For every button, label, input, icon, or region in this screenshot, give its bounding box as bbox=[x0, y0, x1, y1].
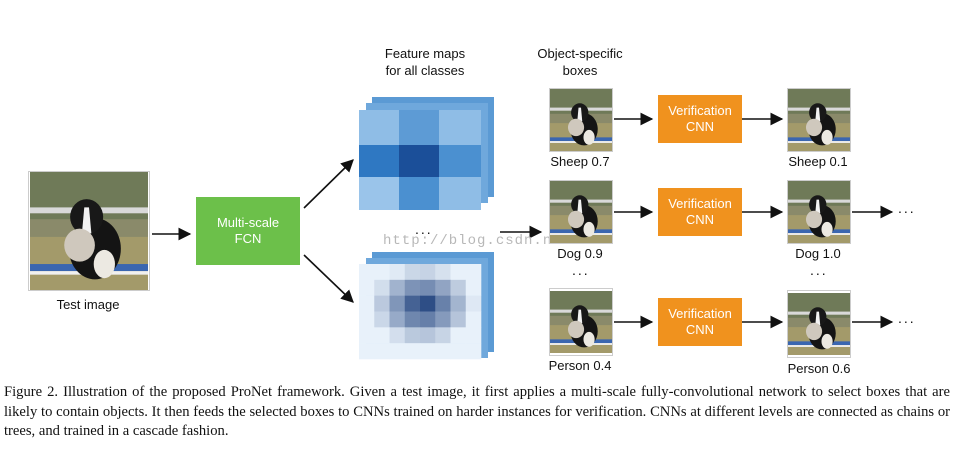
test-image bbox=[28, 171, 150, 291]
heatmap-cell bbox=[435, 295, 451, 312]
heatmap-cell bbox=[374, 311, 390, 328]
feature-map-top bbox=[359, 110, 481, 210]
verification-cnn-box-dog: Verification CNN bbox=[658, 188, 742, 236]
arrow-fcn-to-map-top bbox=[303, 159, 354, 209]
heatmap-cell bbox=[359, 264, 375, 281]
verification-label-line2: CNN bbox=[685, 119, 715, 134]
boxes-title-line1: Object-specific bbox=[537, 46, 623, 61]
feature-map-bottom bbox=[359, 264, 482, 360]
feature-map-top-stack bbox=[359, 97, 494, 210]
boxes-title-line2: boxes bbox=[562, 63, 598, 78]
heatmap-cell bbox=[404, 295, 421, 312]
box-label-sheep-input: Sheep 0.7 bbox=[550, 154, 610, 169]
test-image-label: Test image bbox=[56, 297, 120, 312]
heatmap-cell bbox=[359, 311, 375, 328]
box-crop-dog-input bbox=[549, 180, 613, 244]
box-crop-dog-output bbox=[787, 180, 851, 244]
heatmap-cell bbox=[450, 264, 467, 281]
heatmap-cell bbox=[404, 327, 421, 344]
heatmap-cell bbox=[389, 343, 406, 360]
heatmap-cell bbox=[450, 295, 467, 312]
heatmap-cell bbox=[435, 279, 451, 296]
heatmap-cell bbox=[450, 343, 467, 360]
heatmap-cell bbox=[465, 311, 482, 328]
heatmap-cell bbox=[435, 311, 451, 328]
heatmap-cell bbox=[465, 279, 482, 296]
box-label-person-input: Person 0.4 bbox=[548, 358, 612, 373]
boxes-title: Object-specific boxes bbox=[520, 45, 640, 79]
heatmap-cell bbox=[359, 343, 375, 360]
heatmap-cell bbox=[374, 264, 390, 281]
heatmap-cell bbox=[389, 279, 406, 296]
heatmap-cell bbox=[465, 327, 482, 344]
box-crop-person-output bbox=[787, 290, 851, 358]
heatmap-cell bbox=[389, 327, 406, 344]
verification-label-line2: CNN bbox=[685, 212, 715, 227]
heatmap-cell bbox=[374, 279, 390, 296]
heatmap-cell bbox=[404, 343, 421, 360]
heatmap-cell bbox=[465, 295, 482, 312]
heatmap-cell bbox=[465, 264, 482, 281]
heatmap-cell bbox=[359, 327, 375, 344]
heatmap-cell bbox=[420, 295, 436, 312]
fcn-label-line1: Multi-scale bbox=[216, 215, 280, 230]
box-label-dog-output: Dog 1.0 bbox=[795, 246, 841, 261]
arrow-fcn-to-map-bottom bbox=[303, 254, 354, 303]
verification-label-line1: Verification bbox=[668, 196, 732, 211]
heatmap-cell bbox=[374, 343, 390, 360]
boxes-ellipsis-left: ... bbox=[572, 262, 590, 278]
heatmap-cell bbox=[359, 295, 375, 312]
heatmap-cell bbox=[420, 264, 436, 281]
box-label-dog-input: Dog 0.9 bbox=[557, 246, 603, 261]
feature-maps-title-line2: for all classes bbox=[385, 63, 465, 78]
dog-chain-ellipsis: ... bbox=[898, 200, 916, 216]
verification-cnn-box-sheep: Verification CNN bbox=[658, 95, 742, 143]
multi-scale-fcn-box: Multi-scale FCN bbox=[196, 197, 300, 265]
feature-maps-title-line1: Feature maps bbox=[384, 46, 466, 61]
watermark-text: http://blog.csdn.net/ bbox=[383, 233, 581, 249]
heatmap-cell bbox=[435, 327, 451, 344]
box-label-person-output: Person 0.6 bbox=[787, 361, 851, 376]
heatmap-cell bbox=[435, 264, 451, 281]
heatmap-cell bbox=[420, 311, 436, 328]
heatmap-cell bbox=[404, 311, 421, 328]
heatmap-cell bbox=[420, 279, 436, 296]
box-crop-sheep-output bbox=[787, 88, 851, 152]
boxes-ellipsis-right: ... bbox=[810, 262, 828, 278]
arrows bbox=[152, 112, 894, 329]
heatmap-cell bbox=[359, 279, 375, 296]
box-crop-person-input bbox=[549, 288, 613, 356]
fcn-label-line2: FCN bbox=[234, 231, 262, 246]
heatmap-cell bbox=[389, 264, 406, 281]
heatmap-cell bbox=[374, 295, 390, 312]
heatmap-cell bbox=[420, 327, 436, 344]
box-crop-sheep-input bbox=[549, 88, 613, 152]
heatmap-cell bbox=[450, 311, 467, 328]
feature-maps-title: Feature maps for all classes bbox=[360, 45, 490, 79]
heatmap-cell bbox=[450, 327, 467, 344]
verification-label-line1: Verification bbox=[668, 306, 732, 321]
diagram-canvas bbox=[152, 97, 894, 360]
verification-cnn-box-person: Verification CNN bbox=[658, 298, 742, 346]
feature-map-bottom-stack bbox=[359, 252, 494, 360]
heatmap-cell bbox=[420, 343, 436, 360]
heatmap-cell bbox=[389, 295, 406, 312]
verification-label-line1: Verification bbox=[668, 103, 732, 118]
feature-maps-ellipsis: ... bbox=[415, 221, 433, 237]
figure-caption: Figure 2. Illustration of the proposed P… bbox=[4, 384, 950, 439]
heatmap-cell bbox=[389, 311, 406, 328]
heatmap-cell bbox=[374, 327, 390, 344]
verification-label-line2: CNN bbox=[685, 322, 715, 337]
heatmap-cell bbox=[404, 264, 421, 281]
heatmap-cell bbox=[435, 343, 451, 360]
heatmap-cell bbox=[450, 279, 467, 296]
box-label-sheep-output: Sheep 0.1 bbox=[788, 154, 848, 169]
heatmap-cell bbox=[465, 343, 482, 360]
person-chain-ellipsis: ... bbox=[898, 310, 916, 326]
heatmap-cell bbox=[404, 279, 421, 296]
